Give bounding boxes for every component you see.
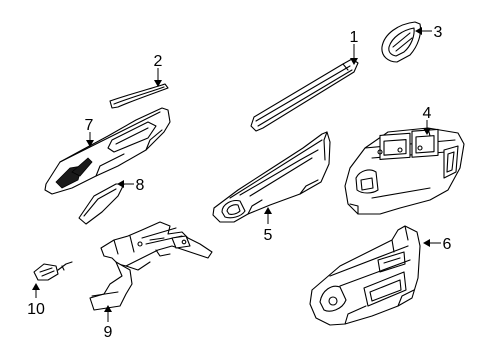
part-2-curved-trim (109, 83, 169, 109)
part-9-harness-bracket (89, 221, 213, 311)
part-5-instrument-bezel (212, 131, 331, 223)
part-4-center-stack (344, 127, 465, 215)
callout-2: 2 (154, 53, 163, 70)
callout-8: 8 (136, 177, 145, 194)
callout-5: 5 (264, 227, 273, 244)
part-1-trim-strip (250, 58, 359, 132)
part-10-connector (33, 261, 73, 281)
part-7-door-trim-panel (44, 107, 171, 195)
callout-6: 6 (443, 236, 452, 253)
callout-7: 7 (85, 117, 94, 134)
callout-labels: 1 2 3 4 5 6 7 8 9 10 (27, 24, 451, 341)
part-6-lower-console (309, 225, 421, 326)
part-8-trim-plate (78, 183, 125, 225)
leader-lines (32, 27, 441, 322)
part-3-vent-bezel (381, 21, 422, 63)
callout-4: 4 (423, 105, 432, 122)
callout-9: 9 (104, 324, 113, 341)
callout-1: 1 (350, 29, 359, 46)
callout-3: 3 (434, 24, 443, 41)
callout-10: 10 (27, 301, 45, 318)
